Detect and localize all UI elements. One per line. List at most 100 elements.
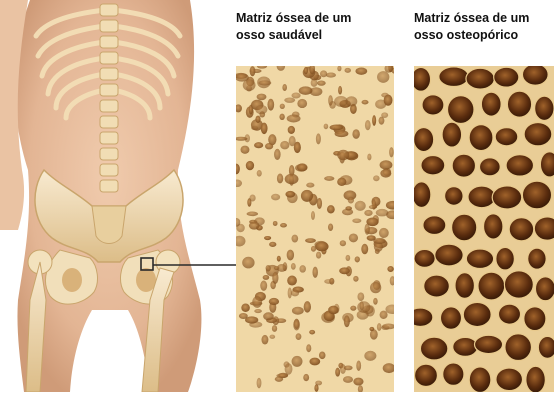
healthy-pore	[291, 235, 298, 243]
healthy-pore	[330, 124, 344, 130]
healthy-pore	[355, 256, 360, 262]
healthy-pore	[362, 100, 369, 105]
osteoporotic-pore	[452, 154, 475, 177]
osteoporotic-pore	[466, 68, 494, 89]
osteoporotic-pore	[447, 96, 474, 124]
caption-healthy-line2: osso saudável	[236, 27, 351, 44]
healthy-pore	[372, 115, 376, 126]
healthy-pore	[233, 218, 241, 227]
healthy-pore	[339, 267, 350, 274]
healthy-pore	[247, 198, 251, 207]
vertebra	[100, 164, 118, 176]
healthy-pore	[338, 86, 342, 95]
healthy-pore	[385, 304, 398, 314]
healthy-pore	[264, 236, 271, 240]
healthy-pore	[344, 315, 350, 327]
healthy-pore	[250, 66, 256, 76]
healthy-pore	[277, 174, 283, 184]
healthy-pore	[301, 190, 313, 202]
healthy-pore	[249, 222, 260, 230]
healthy-pore	[337, 178, 346, 186]
healthy-pore	[355, 201, 366, 211]
healthy-pore	[280, 104, 285, 109]
osteoporotic-pore	[445, 187, 464, 206]
healthy-pore	[346, 255, 351, 261]
healthy-pore	[344, 365, 353, 370]
healthy-pore	[284, 97, 295, 102]
osteoporotic-pore	[415, 364, 438, 386]
healthy-pore	[234, 137, 247, 141]
healthy-pore	[272, 325, 277, 332]
healthy-pore	[296, 333, 302, 340]
osteoporotic-pore	[468, 186, 496, 208]
healthy-pore	[357, 292, 364, 301]
healthy-pore	[269, 242, 276, 247]
osteoporotic-pore	[505, 334, 532, 361]
osteoporotic-pore	[494, 67, 519, 87]
osteoporotic-pore	[443, 363, 464, 385]
healthy-pore	[265, 143, 273, 149]
healthy-pore	[380, 311, 388, 319]
healthy-pore	[316, 252, 321, 259]
healthy-pore	[306, 344, 311, 352]
osteoporotic-pore	[466, 249, 493, 268]
healthy-pore	[280, 141, 289, 150]
healthy-pore	[269, 298, 279, 305]
osteoporotic-pore	[496, 247, 515, 270]
healthy-pore	[373, 298, 378, 305]
osteoporotic-pore	[484, 214, 503, 239]
healthy-pore	[280, 223, 287, 228]
healthy-pore	[241, 304, 250, 312]
osteoporotic-pore	[414, 249, 435, 267]
healthy-pore	[233, 164, 240, 175]
osteoporotic-pore	[479, 158, 500, 176]
osteoporotic-pore	[495, 128, 518, 146]
vertebra	[100, 36, 118, 48]
osteoporotic-pore	[492, 186, 522, 209]
osteoporotic-pore	[411, 67, 430, 91]
caption-osteoporotic-line2: osso osteopórico	[414, 27, 529, 44]
healthy-pore	[309, 358, 320, 366]
osteoporotic-pore	[423, 216, 446, 235]
healthy-pore	[311, 211, 315, 220]
healthy-pore	[327, 205, 335, 213]
healthy-pore	[335, 368, 340, 377]
osteoporotic-pore	[507, 91, 531, 117]
healthy-pore	[329, 278, 334, 285]
healthy-pore	[257, 378, 262, 389]
healthy-pore	[285, 191, 295, 198]
healthy-pore	[291, 93, 300, 99]
healthy-pore	[352, 129, 359, 139]
healthy-pore	[364, 210, 372, 216]
osteoporotic-pore	[440, 307, 461, 330]
healthy-pore	[340, 240, 346, 246]
osteoporotic-pore	[442, 122, 462, 147]
osteoporotic-pore	[455, 273, 474, 299]
healthy-pore	[255, 105, 267, 114]
healthy-pore	[287, 250, 294, 261]
osteoporotic-pore	[528, 248, 547, 269]
healthy-bone-matrix-image	[232, 61, 399, 392]
healthy-pore	[288, 126, 295, 134]
healthy-pore	[312, 267, 317, 278]
healthy-pore	[334, 96, 348, 107]
healthy-pore	[277, 256, 281, 262]
healthy-pore	[384, 64, 392, 72]
healthy-pore	[299, 86, 313, 94]
osteoporotic-bone-matrix-image	[408, 64, 554, 392]
healthy-pore	[243, 79, 256, 91]
vertebra	[100, 20, 118, 32]
healthy-pore	[263, 275, 270, 280]
healthy-pore	[292, 356, 303, 367]
healthy-pore	[361, 244, 368, 254]
healthy-pore	[260, 281, 267, 291]
healthy-pore	[315, 242, 328, 252]
caption-healthy-bone: Matriz óssea de um osso saudável	[236, 10, 351, 44]
osteoporotic-pore	[535, 277, 554, 301]
healthy-pore	[299, 265, 306, 273]
healthy-pore	[369, 327, 374, 331]
vertebra	[100, 52, 118, 64]
vertebra	[100, 84, 118, 96]
healthy-pore	[337, 150, 349, 160]
